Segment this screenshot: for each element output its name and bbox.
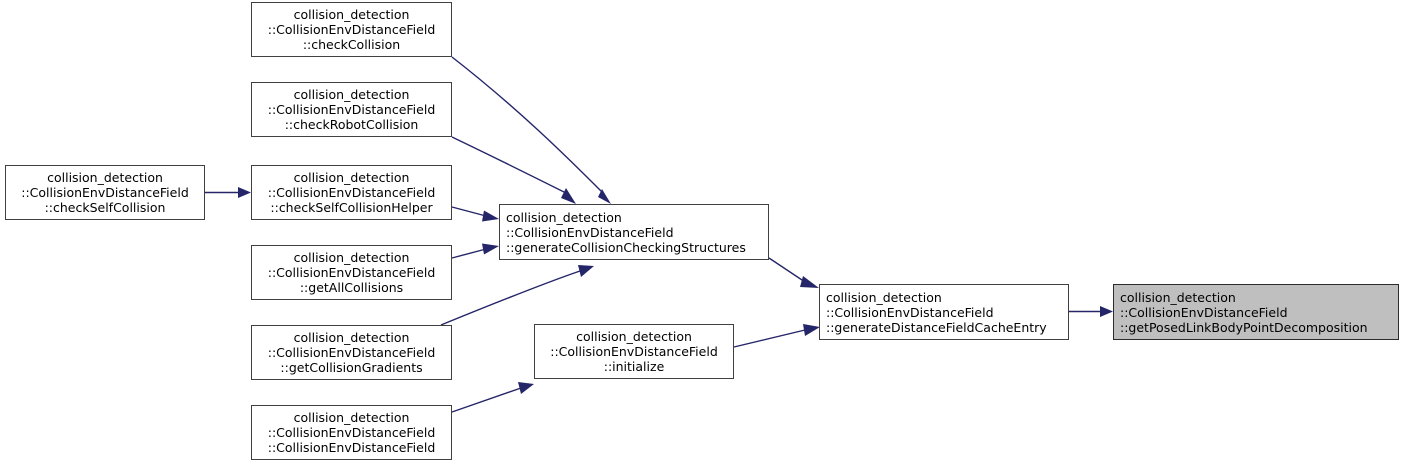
node-line: ::generateDistanceFieldCacheEntry [826, 319, 1047, 335]
node-line: collision_detection [293, 87, 410, 102]
node-constructor[interactable]: collision_detection ::CollisionEnvDistan… [251, 405, 452, 460]
node-generateDistanceFieldCacheEntry[interactable]: collision_detection ::CollisionEnvDistan… [819, 284, 1069, 340]
node-line: ::getAllCollisions [299, 280, 404, 295]
node-line: collision_detection [506, 209, 622, 225]
node-line: ::CollisionEnvDistanceField [267, 185, 436, 200]
node-line: ::getCollisionGradients [280, 360, 423, 375]
node-line: ::CollisionEnvDistanceField [506, 224, 674, 240]
node-line: ::checkSelfCollisionHelper [270, 200, 433, 215]
node-getPosedLinkBodyPointDecomposition[interactable]: collision_detection ::CollisionEnvDistan… [1113, 284, 1399, 340]
edge-generateCollisionCheckingStructures-to-generateDistanceFieldCacheEntry [768, 257, 819, 288]
node-getAllCollisions[interactable]: collision_detection ::CollisionEnvDistan… [251, 245, 452, 300]
node-line: ::checkCollision [302, 37, 401, 52]
node-line: ::checkSelfCollision [44, 200, 166, 215]
node-line: ::CollisionEnvDistanceField [267, 345, 436, 360]
edge-constructor-to-initialize [451, 382, 534, 413]
node-generateCollisionCheckingStructures[interactable]: collision_detection ::CollisionEnvDistan… [499, 204, 769, 260]
node-line: ::checkRobotCollision [284, 117, 419, 132]
node-line: collision_detection [293, 7, 410, 22]
node-line: ::generateCollisionCheckingStructures [506, 239, 746, 255]
node-line: collision_detection [293, 410, 410, 425]
node-checkSelfCollision[interactable]: collision_detection ::CollisionEnvDistan… [5, 165, 205, 220]
edge-initialize-to-generateDistanceFieldCacheEntry [733, 324, 820, 348]
node-line: collision_detection [293, 250, 410, 265]
node-getCollisionGradients[interactable]: collision_detection ::CollisionEnvDistan… [251, 325, 452, 380]
node-checkSelfCollisionHelper[interactable]: collision_detection ::CollisionEnvDistan… [251, 165, 452, 220]
edge-generateDistanceFieldCacheEntry-to-getPosedLinkBodyPointDecomposition [1069, 306, 1113, 317]
node-line: collision_detection [293, 330, 410, 345]
node-line: ::CollisionEnvDistanceField [826, 304, 994, 320]
node-line: ::getPosedLinkBodyPointDecomposition [1120, 319, 1368, 335]
node-checkCollision[interactable]: collision_detection ::CollisionEnvDistan… [251, 2, 452, 57]
edge-checkSelfCollisionHelper-to-generateCollisionCheckingStructures [451, 206, 499, 222]
node-checkRobotCollision[interactable]: collision_detection ::CollisionEnvDistan… [251, 82, 452, 137]
node-line: collision_detection [826, 289, 942, 305]
node-line: collision_detection [576, 329, 692, 344]
node-line: collision_detection [47, 170, 163, 185]
node-line: ::CollisionEnvDistanceField [550, 344, 718, 359]
node-line: ::CollisionEnvDistanceField [267, 425, 436, 440]
node-line: ::initialize [603, 359, 665, 374]
node-line: ::CollisionEnvDistanceField [267, 265, 436, 280]
node-line: ::CollisionEnvDistanceField [267, 440, 436, 455]
edge-getAllCollisions-to-generateCollisionCheckingStructures [451, 243, 499, 259]
node-initialize[interactable]: collision_detection ::CollisionEnvDistan… [534, 324, 734, 379]
edge-getCollisionGradients-to-generateCollisionCheckingStructures [440, 265, 594, 326]
edge-checkCollision-to-generateCollisionCheckingStructures [451, 56, 611, 204]
edge-checkRobotCollision-to-generateCollisionCheckingStructures [451, 136, 576, 204]
node-line: ::CollisionEnvDistanceField [1120, 304, 1288, 320]
node-line: collision_detection [293, 170, 410, 185]
node-line: ::CollisionEnvDistanceField [267, 22, 436, 37]
node-line: ::CollisionEnvDistanceField [267, 102, 436, 117]
node-line: ::CollisionEnvDistanceField [21, 185, 189, 200]
edge-checkSelfCollision-to-checkSelfCollisionHelper [205, 187, 251, 198]
node-line: collision_detection [1120, 289, 1236, 305]
